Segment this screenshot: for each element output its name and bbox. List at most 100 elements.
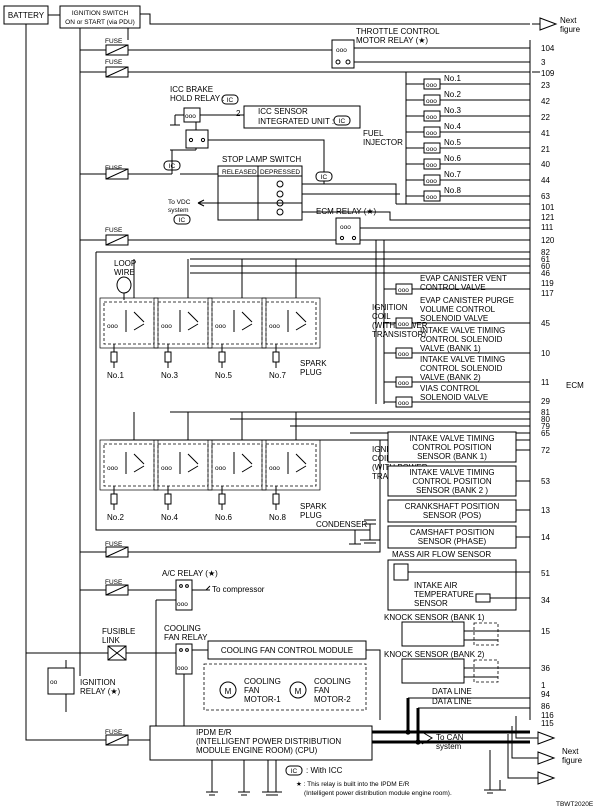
ign-coil-bottom-label-2: COIL xyxy=(372,454,391,463)
condenser-label: CONDENSER xyxy=(316,520,367,529)
fuse-1: FUSE xyxy=(105,38,129,56)
svg-text:ooo: ooo xyxy=(398,351,409,358)
ivtp2-label: INTAKE VALVE TIMING xyxy=(409,468,494,477)
ipdm-label-2: (INTELLIGENT POWER DISTRIBUTION xyxy=(196,737,341,746)
pin-63: 63 xyxy=(541,192,550,201)
icc-sensor-label: ICC SENSOR xyxy=(258,107,308,116)
stop-lamp-label: STOP LAMP SWITCH xyxy=(222,155,301,164)
pin-36: 36 xyxy=(541,664,550,673)
fuel-injector-label-5: No.5 xyxy=(444,138,461,147)
ic-tag: IC xyxy=(169,163,176,170)
cooling-fan-module: COOLING FAN CONTROL MODULE M COOLING FAN… xyxy=(183,640,381,726)
motor2-label-3: MOTOR-2 xyxy=(314,695,351,704)
svg-text:ooo: ooo xyxy=(426,162,437,169)
fuse-label: FUSE xyxy=(105,227,123,234)
motor1-label-3: MOTOR-1 xyxy=(244,695,281,704)
fuse-label: FUSE xyxy=(105,729,123,736)
ignition-relay-label-2: RELAY (★) xyxy=(80,687,121,696)
ivt1-label-3: VALVE (BANK 1) xyxy=(420,344,481,353)
ecm-relay-label: ECM RELAY (★) xyxy=(316,207,377,216)
pin-86: 86 xyxy=(541,702,550,711)
pin-116: 116 xyxy=(541,711,554,720)
pin-13: 13 xyxy=(541,506,550,515)
condenser: CONDENSER xyxy=(316,519,380,545)
fusible-link-label: FUSIBLE xyxy=(102,627,135,636)
ic-tag: IC xyxy=(227,97,234,104)
fuel-injector-label-6: No.6 xyxy=(444,154,461,163)
ivtp2-label-2: CONTROL POSITION xyxy=(412,477,491,486)
ecm-label: ECM xyxy=(566,381,584,390)
motor2-label: COOLING xyxy=(314,677,351,686)
pin-101: 101 xyxy=(541,203,555,212)
icc-sensor-pin: 2 xyxy=(236,109,241,118)
pin-104: 104 xyxy=(541,44,555,53)
svg-text:ooo: ooo xyxy=(107,465,118,472)
fuse-label: FUSE xyxy=(105,38,123,45)
svg-text:ooo: ooo xyxy=(426,130,437,137)
ivt2-label: INTAKE VALVE TIMING xyxy=(420,355,505,364)
ivt-solenoid-bank1: INTAKE VALVE TIMING CONTROL SOLENOID VAL… xyxy=(384,326,530,359)
vias-label-2: SOLENOID VALVE xyxy=(420,393,488,402)
svg-text:ooo: ooo xyxy=(336,47,347,54)
pin-120: 120 xyxy=(541,236,555,245)
pin-46: 46 xyxy=(541,269,550,278)
svg-text:ooo: ooo xyxy=(177,665,188,672)
crankshaft-sensor: CRANKSHAFT POSITION SENSOR (POS) xyxy=(387,499,530,523)
evap-vent-label: EVAP CANISTER VENT xyxy=(420,274,507,283)
fuse-label: FUSE xyxy=(105,541,123,548)
spark-plug-label-no2: No.2 xyxy=(107,513,124,522)
fusible-link-label-2: LINK xyxy=(102,636,120,645)
throttle-relay: THROTTLE CONTROL MOTOR RELAY (★) ooo xyxy=(331,27,530,69)
svg-text:ooo: ooo xyxy=(269,465,280,472)
data-line-label-2: DATA LINE xyxy=(432,697,472,706)
pin-10: 10 xyxy=(541,349,550,358)
icc-brake-label-2: HOLD RELAY : xyxy=(170,94,224,103)
svg-text:ooo: ooo xyxy=(398,321,409,328)
spark-bottom-label-2: PLUG xyxy=(300,511,322,520)
to-can-label: To CAN xyxy=(436,733,464,742)
ignition-switch-sublabel: ON or START (via PDU) xyxy=(65,19,135,26)
cooling-fan-relay-label-2: FAN RELAY xyxy=(164,633,208,642)
legend-ic-tag: IC xyxy=(291,768,298,775)
ignition-switch-label: IGNITION SWITCH xyxy=(72,10,129,17)
evap-purge-label-3: SOLENOID VALVE xyxy=(420,314,488,323)
knock1-label: KNOCK SENSOR (BANK 1) xyxy=(384,613,485,622)
crank-label: CRANKSHAFT POSITION xyxy=(405,502,500,511)
pin-21: 21 xyxy=(541,145,550,154)
cam-label: CAMSHAFT POSITION xyxy=(410,528,495,537)
pin-15: 15 xyxy=(541,627,550,636)
pin-81: 81 xyxy=(541,408,550,417)
ipdm-er: FUSE IPDM E/R (INTELLIGENT POWER DISTRIB… xyxy=(26,725,373,796)
next-figure-top-2: figure xyxy=(560,25,581,34)
pin-42: 42 xyxy=(541,97,550,106)
vias-solenoid: VIAS CONTROL SOLENOID VALVE ooo xyxy=(384,384,530,408)
ivt-position-sensor-bank1: INTAKE VALVE TIMING CONTROL POSITION SEN… xyxy=(387,431,530,463)
evap-purge-label-2: VOLUME CONTROL xyxy=(420,305,496,314)
spark-plug-label-no5: No.5 xyxy=(215,371,232,380)
ign-coil-top-label-2: COIL xyxy=(372,312,391,321)
ivt-position-sensor-bank2: INTAKE VALVE TIMING CONTROL POSITION SEN… xyxy=(387,465,530,497)
pin-121: 121 xyxy=(541,213,555,222)
knock-sensor-bank1: KNOCK SENSOR (BANK 1) xyxy=(384,613,530,647)
ivt1-label-2: CONTROL SOLENOID xyxy=(420,335,503,344)
motor2-icon: M xyxy=(295,687,302,696)
svg-text:oo: oo xyxy=(50,679,58,686)
pin-115: 115 xyxy=(541,719,554,728)
svg-text:ooo: ooo xyxy=(161,323,172,330)
crank-label-2: SENSOR (POS) xyxy=(423,511,482,520)
evap-vent-label-2: CONTROL VALVE xyxy=(420,283,486,292)
figure-code: TBWT2020E xyxy=(556,801,594,808)
pin-117: 117 xyxy=(541,289,554,298)
fuse-label: FUSE xyxy=(105,59,123,66)
to-can-label-2: system xyxy=(436,742,462,751)
camshaft-sensor: CAMSHAFT POSITION SENSOR (PHASE) xyxy=(387,525,530,549)
fuel-injectors: FUEL INJECTOR oooNo.1oooNo.2oooNo.3oooNo… xyxy=(363,72,530,205)
throttle-relay-sublabel: MOTOR RELAY (★) xyxy=(356,36,428,45)
